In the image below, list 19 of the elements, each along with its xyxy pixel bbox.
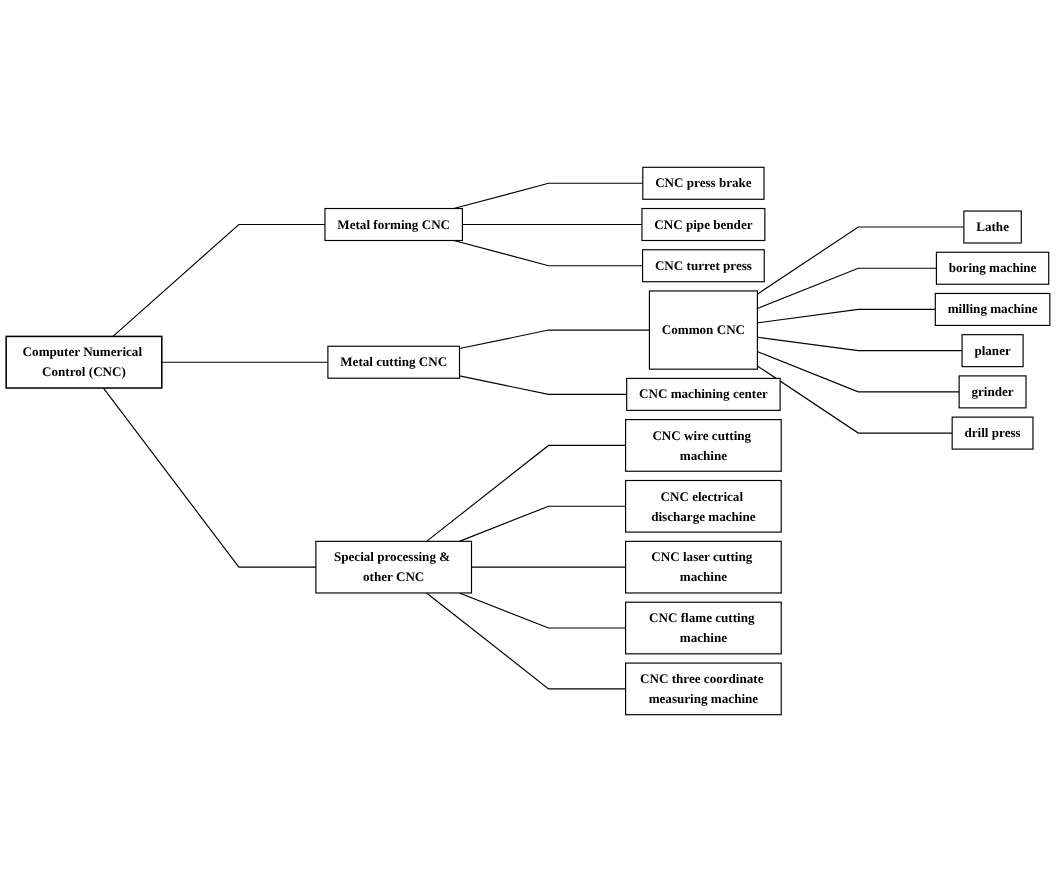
connector — [425, 592, 627, 690]
connector — [458, 375, 628, 395]
connector — [425, 444, 627, 542]
connector — [756, 351, 960, 393]
connector — [453, 239, 644, 267]
connector — [756, 267, 937, 310]
connector — [458, 592, 627, 629]
connector — [756, 308, 936, 324]
connector — [470, 566, 627, 568]
connector — [453, 182, 644, 210]
connector — [756, 226, 965, 295]
connector — [161, 361, 329, 363]
connector — [458, 329, 650, 350]
connector — [756, 365, 953, 434]
connector — [461, 223, 643, 226]
connector — [458, 505, 627, 542]
connector — [112, 223, 326, 337]
connector — [102, 387, 317, 568]
connector — [756, 336, 963, 352]
